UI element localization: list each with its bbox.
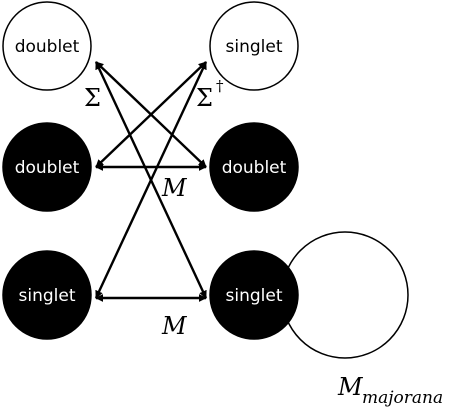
node-top-right: singlet — [209, 1, 299, 91]
node-label: doublet — [222, 158, 287, 178]
node-label: doublet — [15, 158, 80, 178]
m-label-bottom: M — [161, 312, 188, 340]
node-label: singlet — [226, 37, 283, 57]
node-label: doublet — [15, 37, 80, 57]
arrow-topright-botleft — [94, 61, 208, 299]
sigma-dagger-label: Σ † — [196, 77, 224, 112]
sigma-dagger-superscript: † — [216, 77, 224, 95]
node-top-left: doublet — [2, 1, 92, 91]
node-bottom-right: singlet — [209, 250, 299, 340]
node-mid-left: doublet — [2, 122, 92, 212]
sigma-label: Σ — [84, 84, 101, 112]
m-majorana-subscript: majorana — [362, 388, 443, 408]
arrows — [94, 61, 208, 302]
m-label-middle: M — [161, 174, 188, 202]
m-majorana-label: M majorana — [337, 373, 443, 408]
node-label: singlet — [226, 286, 283, 306]
sigma-dagger-base: Σ — [196, 84, 213, 112]
majorana-loop — [281, 231, 409, 359]
node-label: singlet — [19, 286, 76, 306]
m-majorana-base: M — [337, 373, 364, 401]
node-bottom-left: singlet — [2, 250, 92, 340]
node-mid-right: doublet — [209, 122, 299, 212]
